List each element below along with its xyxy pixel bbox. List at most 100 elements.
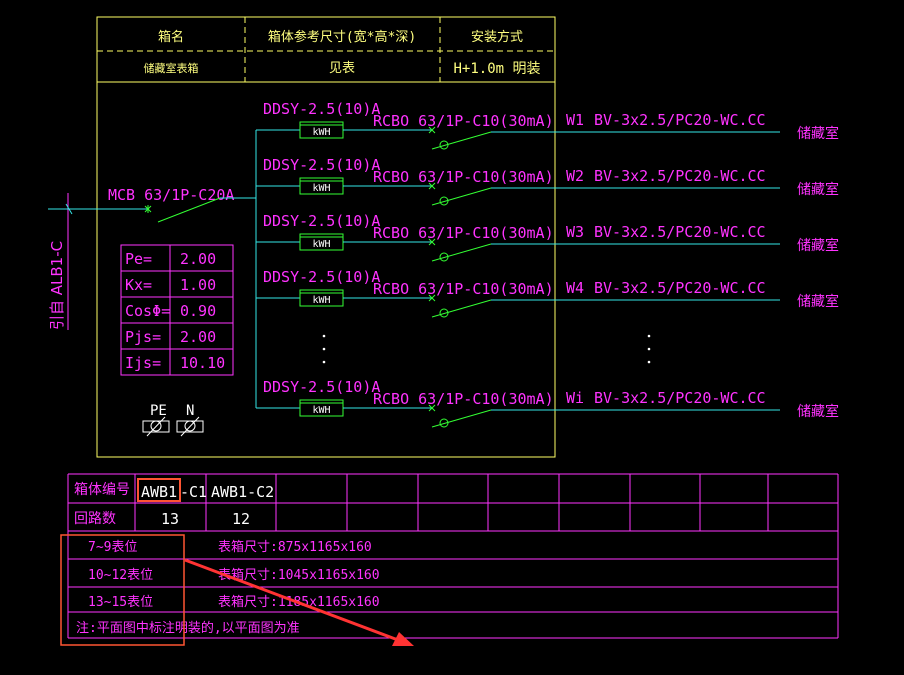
rcbo-label: RCBO 63/1P-C10(30mA) [373,224,554,242]
meter-label: DDSY-2.5(10)A [263,100,380,118]
destination-label: 储藏室 [797,181,839,198]
header-col2: 箱体参考尺寸(宽*高*深) [268,29,416,45]
pe-terminal-slash [146,416,166,437]
box-number-label: 箱体编号 [74,482,130,498]
kwh-label: kWH [312,239,330,250]
box2-text: AWB1-C2 [211,483,274,501]
circuit-id: Wi [566,389,584,407]
kwh-label: kWH [312,295,330,306]
meter-label: DDSY-2.5(10)A [263,268,380,286]
feeder-label: 引自 ALB1-C [48,241,66,330]
circuit-id: W2 [566,167,584,185]
pe-terminal-circle [150,420,162,432]
cable-spec: BV-3x2.5/PC20-WC.CC [594,223,766,241]
n-terminal-circle [184,420,196,432]
meter-label: DDSY-2.5(10)A [263,212,380,230]
size-row-2: 表箱尺寸:1045x1165x160 [218,567,380,583]
load-value: 10.10 [180,354,225,372]
circuit-count-label: 回路数 [74,511,116,527]
rcbo-rcd-icon [439,252,449,262]
header-frame [96,16,556,458]
rcbo-blade [431,243,492,262]
circuit-row: DDSY-2.5(10)A kWH RCBO 63/1P-C10(30mA) W2 BV… [256,156,839,206]
n-terminal-slash [180,416,200,437]
bottom-table [67,473,839,639]
circuit-id: W4 [566,279,584,297]
kwh-label: kWH [312,127,330,138]
cable-spec: BV-3x2.5/PC20-WC.CC [594,279,766,297]
incoming-tick [65,203,73,215]
header-val1: 储藏室表箱 [144,61,199,75]
red-arrow [184,558,414,646]
dot-right-3 [647,360,651,364]
rcbo-blade [431,131,492,150]
highlight-box-awb1 [137,478,181,502]
rcbo-label: RCBO 63/1P-C10(30mA) [373,168,554,186]
main-breaker-blade [157,197,221,223]
rcbo-contact-x2 [428,182,436,190]
arrow-head-icon [392,632,414,646]
pe-label: PE [150,403,167,419]
load-value: 2.00 [180,250,216,268]
meter-label: DDSY-2.5(10)A [263,156,380,174]
cable-spec: BV-3x2.5/PC20-WC.CC [594,389,766,407]
destination-label: 储藏室 [797,125,839,142]
rcbo-label: RCBO 63/1P-C10(30mA) [373,280,554,298]
dot-left-2 [322,347,326,351]
load-table-outline [120,244,234,376]
main-breaker-x2 [144,205,152,213]
kwh-label: kWH [312,183,330,194]
continuation-dots [322,334,651,364]
rcbo-label: RCBO 63/1P-C10(30mA) [373,390,554,408]
load-key: Ijs= [125,354,161,372]
rcbo-blade [431,187,492,206]
box-outline [96,16,556,458]
rcbo-label: RCBO 63/1P-C10(30mA) [373,112,554,130]
rcbo-contact-x2 [428,404,436,412]
incoming-feeder: 引自 ALB1-C MCB 63/1P-C20A [48,130,257,408]
destination-label: 储藏室 [797,403,839,420]
dot-right-1 [647,334,651,338]
range-row-1: 7~9表位 [88,540,137,555]
load-value: 0.90 [180,302,216,320]
circuit-row: DDSY-2.5(10)A kWH RCBO 63/1P-C10(30mA) W4 BV… [256,268,839,318]
circuit-row: DDSY-2.5(10)A kWH RCBO 63/1P-C10(30mA) Wi BV… [256,378,839,428]
load-key: Pjs= [125,328,161,346]
rcbo-blade [431,409,492,428]
highlight-box-ranges [60,534,185,646]
header-val2: 见表 [329,61,355,76]
load-key: Kx= [125,276,152,294]
kwh-label: kWH [312,405,330,416]
cable-spec: BV-3x2.5/PC20-WC.CC [594,111,766,129]
dot-left-3 [322,360,326,364]
range-row-3: 13~15表位 [88,595,153,610]
rcbo-blade [431,299,492,318]
arrow-shaft [184,558,399,642]
rcbo-contact-x2 [428,238,436,246]
circuit-id: W3 [566,223,584,241]
header-col3: 安装方式 [471,29,523,45]
meter-label: DDSY-2.5(10)A [263,378,380,396]
rcbo-contact-x2 [428,294,436,302]
main-breaker-label: MCB 63/1P-C20A [108,186,234,204]
rcbo-rcd-icon [439,140,449,150]
dot-left-1 [322,334,326,338]
count2-text: 12 [232,510,250,528]
n-label: N [186,403,194,419]
circuit-row: DDSY-2.5(10)A kWH RCBO 63/1P-C10(30mA) W3 BV… [256,212,839,262]
dot-right-2 [647,347,651,351]
load-key: Pe= [125,250,152,268]
rcbo-rcd-icon [439,308,449,318]
cable-spec: BV-3x2.5/PC20-WC.CC [594,167,766,185]
load-value: 1.00 [180,276,216,294]
note-text: 注:平面图中标注明装的,以平面图为准 [76,620,300,636]
load-value: 2.00 [180,328,216,346]
box1-rest-text: -C1 [180,483,207,501]
header-val3: H+1.0m 明装 [453,61,540,77]
destination-label: 储藏室 [797,237,839,254]
range-row-2: 10~12表位 [88,568,153,583]
destination-label: 储藏室 [797,293,839,310]
